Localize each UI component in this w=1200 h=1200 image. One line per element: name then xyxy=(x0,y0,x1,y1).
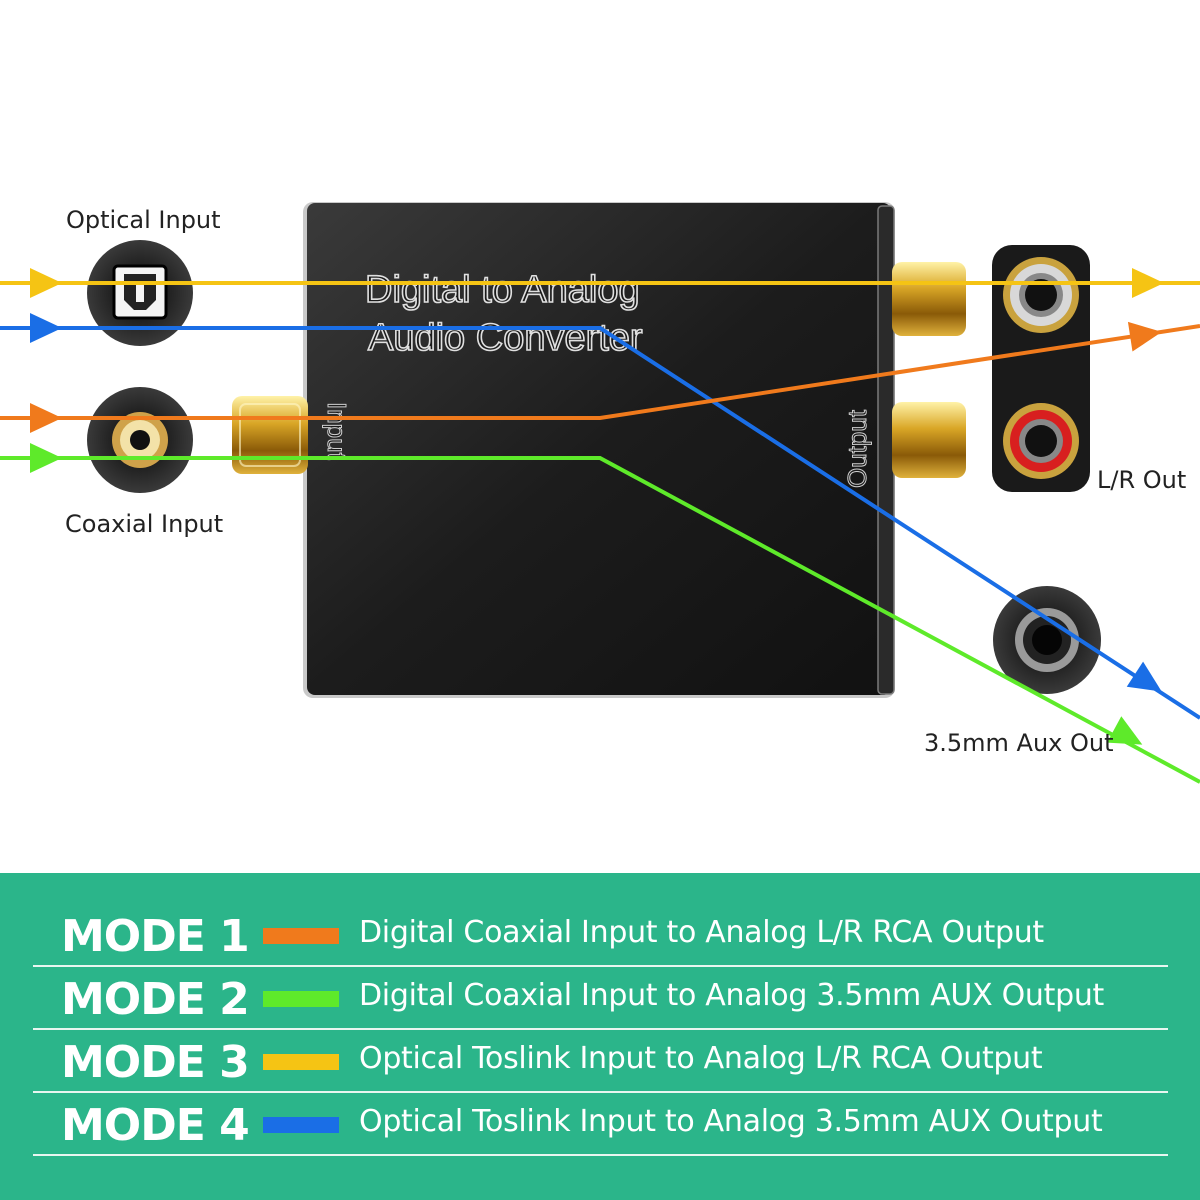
mode2-arrow-in xyxy=(30,443,62,473)
converter-box: Digital to Analog Audio Converter Input … xyxy=(303,202,895,698)
device-title-line2: Audio Converter xyxy=(368,317,643,359)
mode-name: MODE 2 xyxy=(61,974,250,1025)
mode2-signal-line xyxy=(0,456,1200,784)
mode-name: MODE 3 xyxy=(61,1037,250,1088)
mode4-arrow-in xyxy=(30,313,62,343)
lr-rca-output-jack xyxy=(992,245,1090,492)
optical-input-jack xyxy=(87,240,193,346)
mode-name: MODE 1 xyxy=(61,911,250,962)
mode-color-swatch xyxy=(263,991,339,1007)
signal-arrows xyxy=(30,268,1164,745)
mode-row-2: MODE 2 Digital Coaxial Input to Analog 3… xyxy=(33,966,1168,1030)
connection-diagram: Digital to Analog Audio Converter Input … xyxy=(0,202,1200,784)
aux-output-jack xyxy=(993,586,1101,694)
mode-row-1: MODE 1 Digital Coaxial Input to Analog L… xyxy=(33,903,1168,967)
mode-description: Optical Toslink Input to Analog L/R RCA … xyxy=(359,1041,1043,1076)
mode3-arrow-out xyxy=(1132,268,1164,298)
mode-row-3: MODE 3 Optical Toslink Input to Analog L… xyxy=(33,1029,1168,1093)
coaxial-input-jack xyxy=(87,387,193,493)
mode1-arrow-in xyxy=(30,403,62,433)
device-output-connector-top xyxy=(892,262,966,336)
mode1-arrow-out xyxy=(1127,321,1162,352)
lr-out-label: L/R Out xyxy=(1097,466,1187,494)
device-input-label: Input xyxy=(322,402,352,461)
device-output-connector-bottom xyxy=(892,402,966,478)
mode4-arrow-out xyxy=(1126,661,1162,692)
optical-input-label: Optical Input xyxy=(66,206,221,234)
mode2-arrow-out xyxy=(1107,716,1143,745)
mode-description: Digital Coaxial Input to Analog L/R RCA … xyxy=(359,915,1044,950)
mode3-arrow-in xyxy=(30,268,62,298)
mode-legend: MODE 1 Digital Coaxial Input to Analog L… xyxy=(0,873,1200,1200)
mode-description: Optical Toslink Input to Analog 3.5mm AU… xyxy=(359,1104,1103,1139)
mode-name: MODE 4 xyxy=(61,1100,250,1151)
mode-row-4: MODE 4 Optical Toslink Input to Analog 3… xyxy=(33,1092,1168,1156)
device-title-line1: Digital to Analog xyxy=(365,269,640,311)
coaxial-input-label: Coaxial Input xyxy=(65,510,224,538)
signal-lines xyxy=(0,281,1200,784)
mode-color-swatch xyxy=(263,1117,339,1133)
mode-color-swatch xyxy=(263,1054,339,1070)
aux-out-label: 3.5mm Aux Out xyxy=(924,729,1114,757)
mode-color-swatch xyxy=(263,928,339,944)
mode-description: Digital Coaxial Input to Analog 3.5mm AU… xyxy=(359,978,1104,1013)
device-output-label: Output xyxy=(842,409,872,488)
device-coaxial-connector xyxy=(232,396,308,474)
mode4-signal-line xyxy=(0,326,1200,720)
mode1-signal-line xyxy=(0,324,1200,420)
